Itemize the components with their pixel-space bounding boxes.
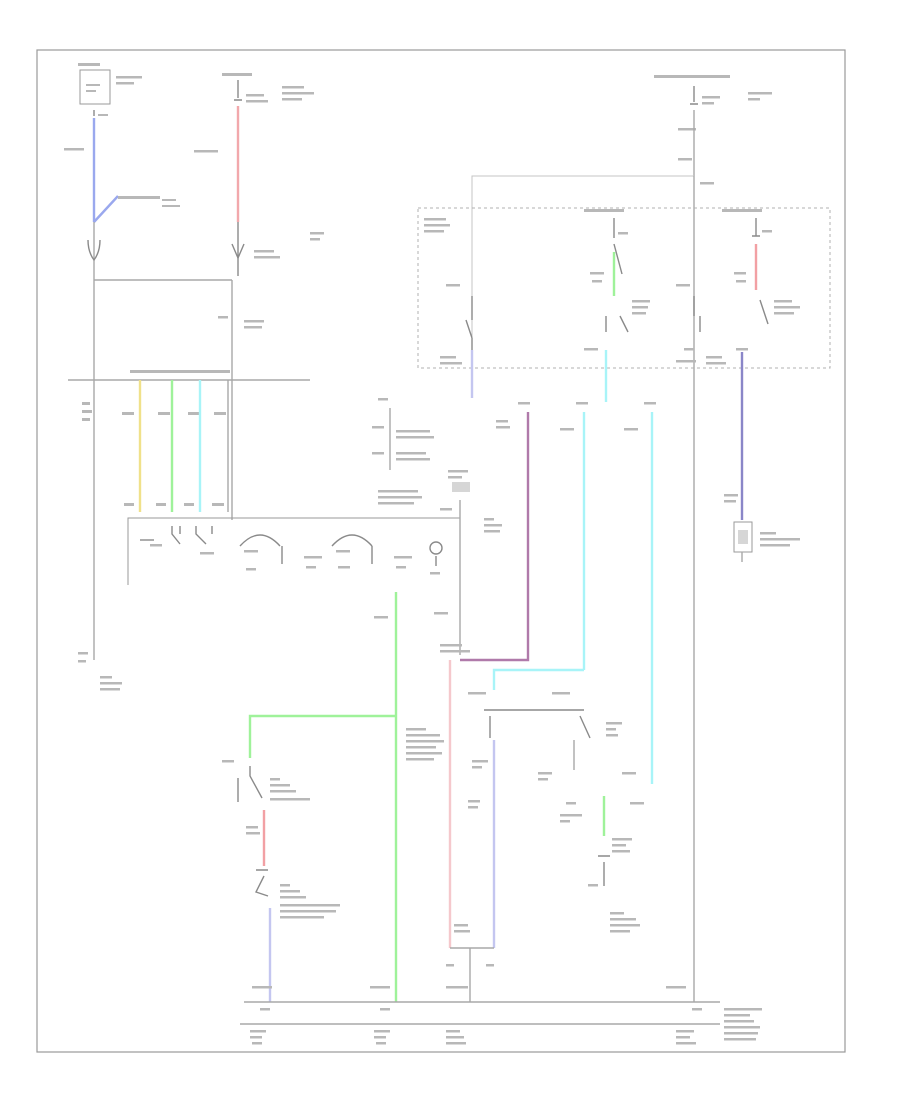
- bus-bar-labels: [82, 370, 230, 421]
- wire-purple-mid: [460, 412, 530, 662]
- lower-left-labels: [374, 616, 444, 761]
- lower-center-component-labels: [588, 884, 640, 933]
- relay-mid-contacts: [605, 315, 629, 333]
- left-connector-symbol: [87, 239, 101, 262]
- relay-left-bottom-labels: [440, 356, 462, 365]
- relay-box: [417, 207, 831, 369]
- wire-top-right-split: [471, 175, 694, 398]
- wire-cyan-crossover: [492, 668, 584, 690]
- wire-green-branch: [248, 714, 396, 758]
- top-right-fuse: [654, 75, 772, 185]
- blue-label-left: [64, 148, 180, 207]
- relay-mid-labels: [584, 232, 650, 351]
- bottom-labels: [250, 986, 762, 1045]
- module-top-labels: [372, 398, 470, 505]
- module-internals: [140, 526, 443, 575]
- right-component: [724, 494, 800, 562]
- lower-center-switch: [468, 692, 644, 853]
- lower-center-component: [598, 855, 610, 886]
- relay-right-switch: [693, 296, 701, 332]
- relay-box-labels: [424, 209, 762, 287]
- relay-mid-switch: [613, 218, 623, 275]
- relay-far-right-labels: [706, 230, 800, 365]
- left-ground-labels: [78, 652, 122, 691]
- wire-blue-upper-left: [92, 118, 119, 223]
- module-right-labels: [434, 508, 502, 653]
- center-lower-labels: [446, 800, 494, 967]
- top-center-fuse: [194, 73, 314, 153]
- top-left-fuse-block: [78, 63, 142, 116]
- drop-bottom-labels: [124, 503, 224, 506]
- center-switch: [231, 222, 324, 276]
- module-box: [127, 517, 460, 585]
- relay-right-labels: [676, 348, 696, 363]
- lower-left-switch: [222, 760, 310, 835]
- mid-right-labels: [496, 402, 656, 431]
- center-connector-labels: [218, 316, 264, 329]
- relay-far-right-switch: [752, 218, 769, 325]
- diagram-frame: [36, 49, 846, 1053]
- lower-left-component: [255, 869, 340, 919]
